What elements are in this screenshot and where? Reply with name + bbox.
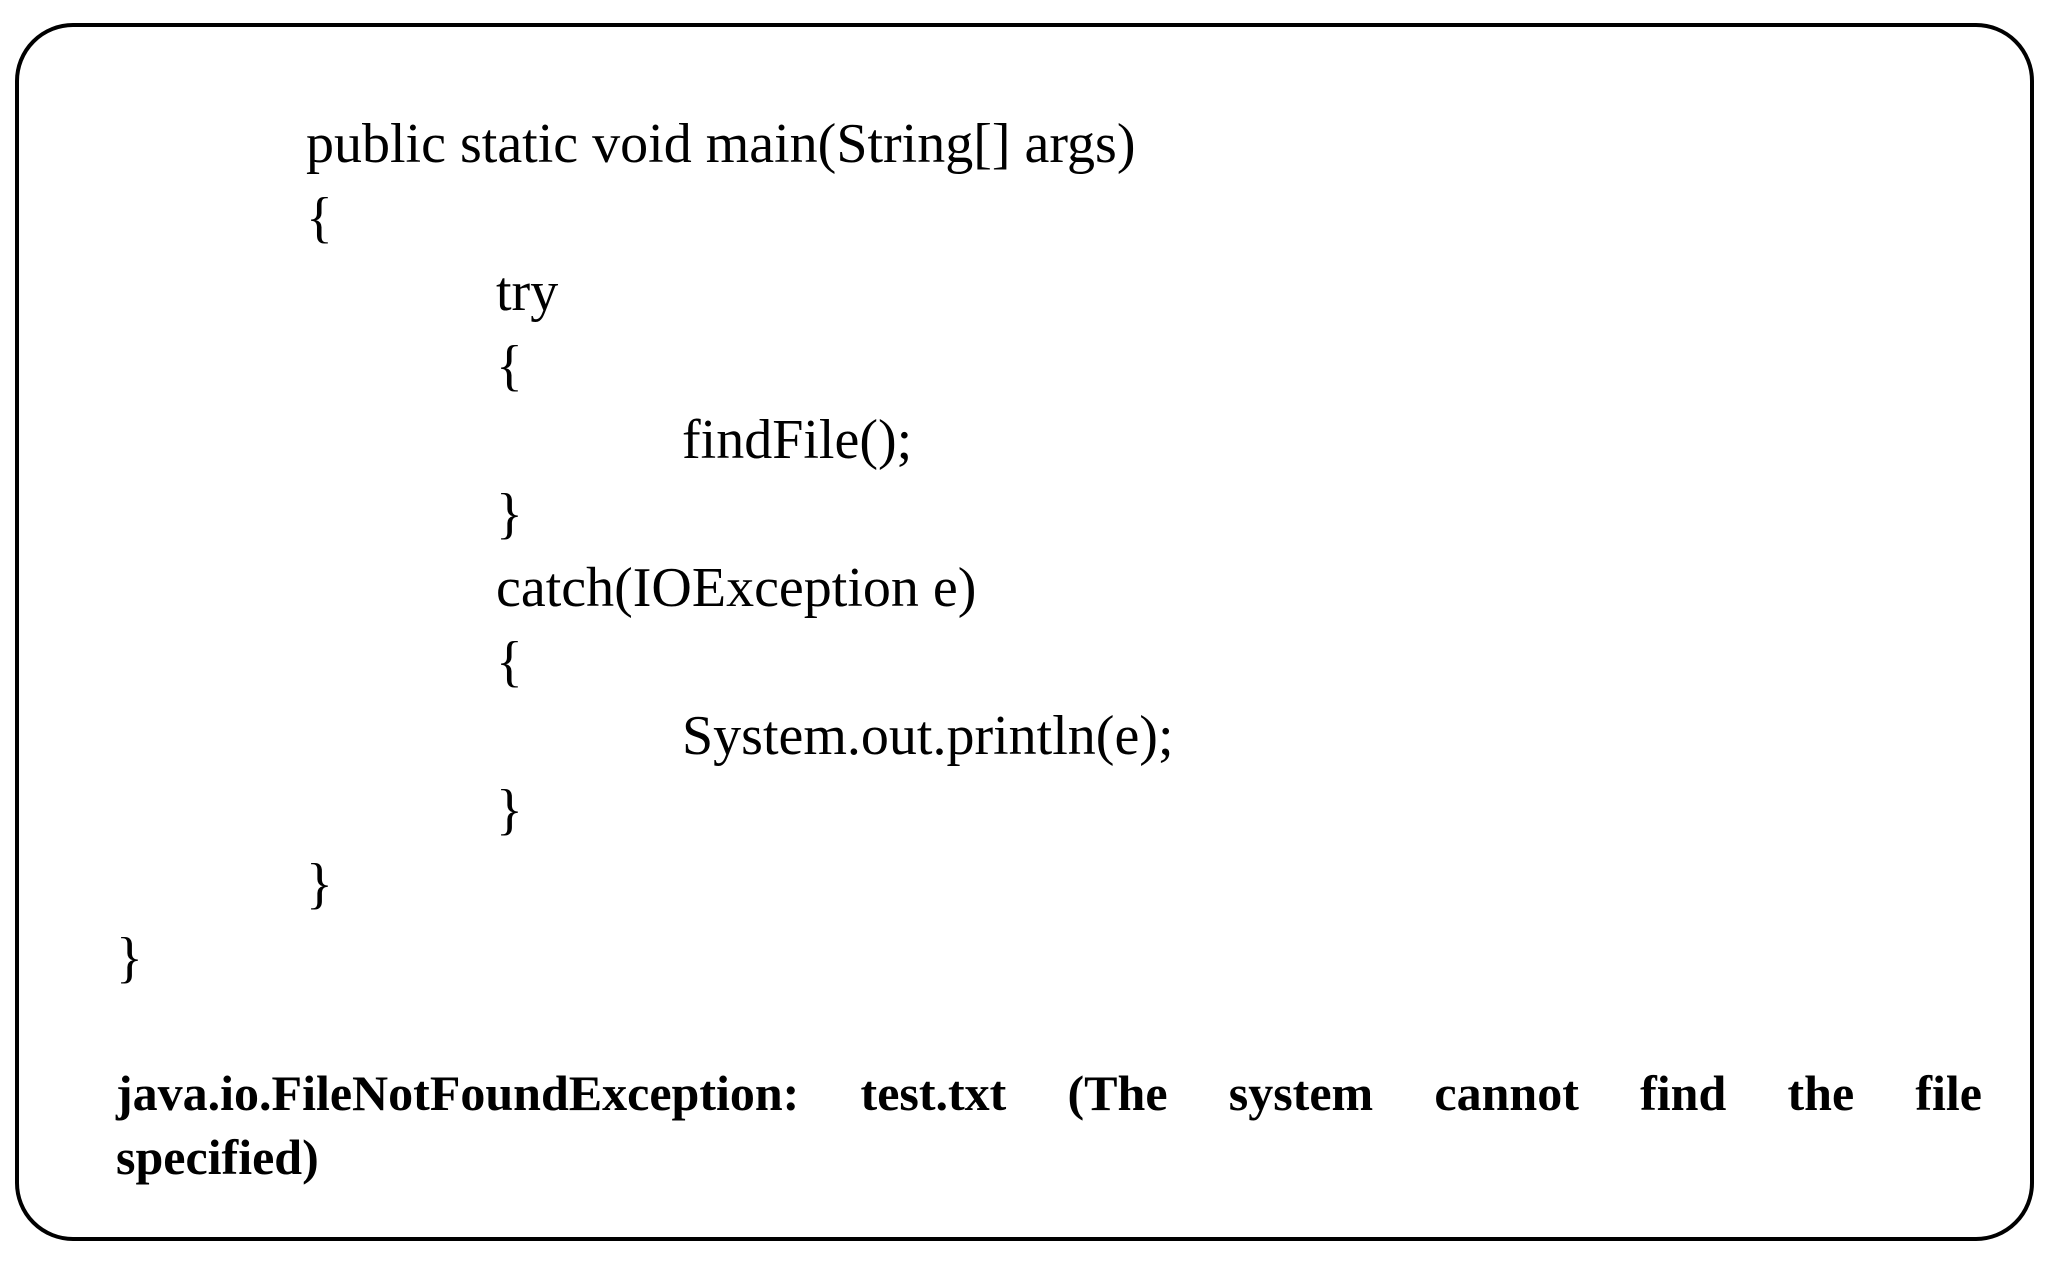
exception-output: java.io.FileNotFoundException: test.txt … [116, 1061, 1982, 1189]
code-line: } [496, 779, 523, 841]
code-figure-border: public static void main(String[] args) { t… [15, 23, 2034, 1241]
code-line: } [496, 483, 523, 545]
code-line: catch(IOException e) [496, 557, 977, 619]
exception-message-line1: java.io.FileNotFoundException: test.txt … [116, 1065, 1982, 1121]
code-line: public static void main(String[] args) [306, 113, 1136, 175]
code-line: findFile(); [682, 409, 913, 471]
code-line: } [116, 927, 143, 989]
java-code-block: public static void main(String[] args) { t… [116, 107, 1174, 995]
exception-message-line2: specified) [116, 1129, 319, 1185]
code-line: try [496, 261, 559, 323]
code-line: System.out.println(e); [682, 705, 1174, 767]
code-line: { [306, 187, 333, 249]
code-line: { [496, 335, 523, 397]
code-line: { [496, 631, 523, 693]
code-line: } [306, 853, 333, 915]
